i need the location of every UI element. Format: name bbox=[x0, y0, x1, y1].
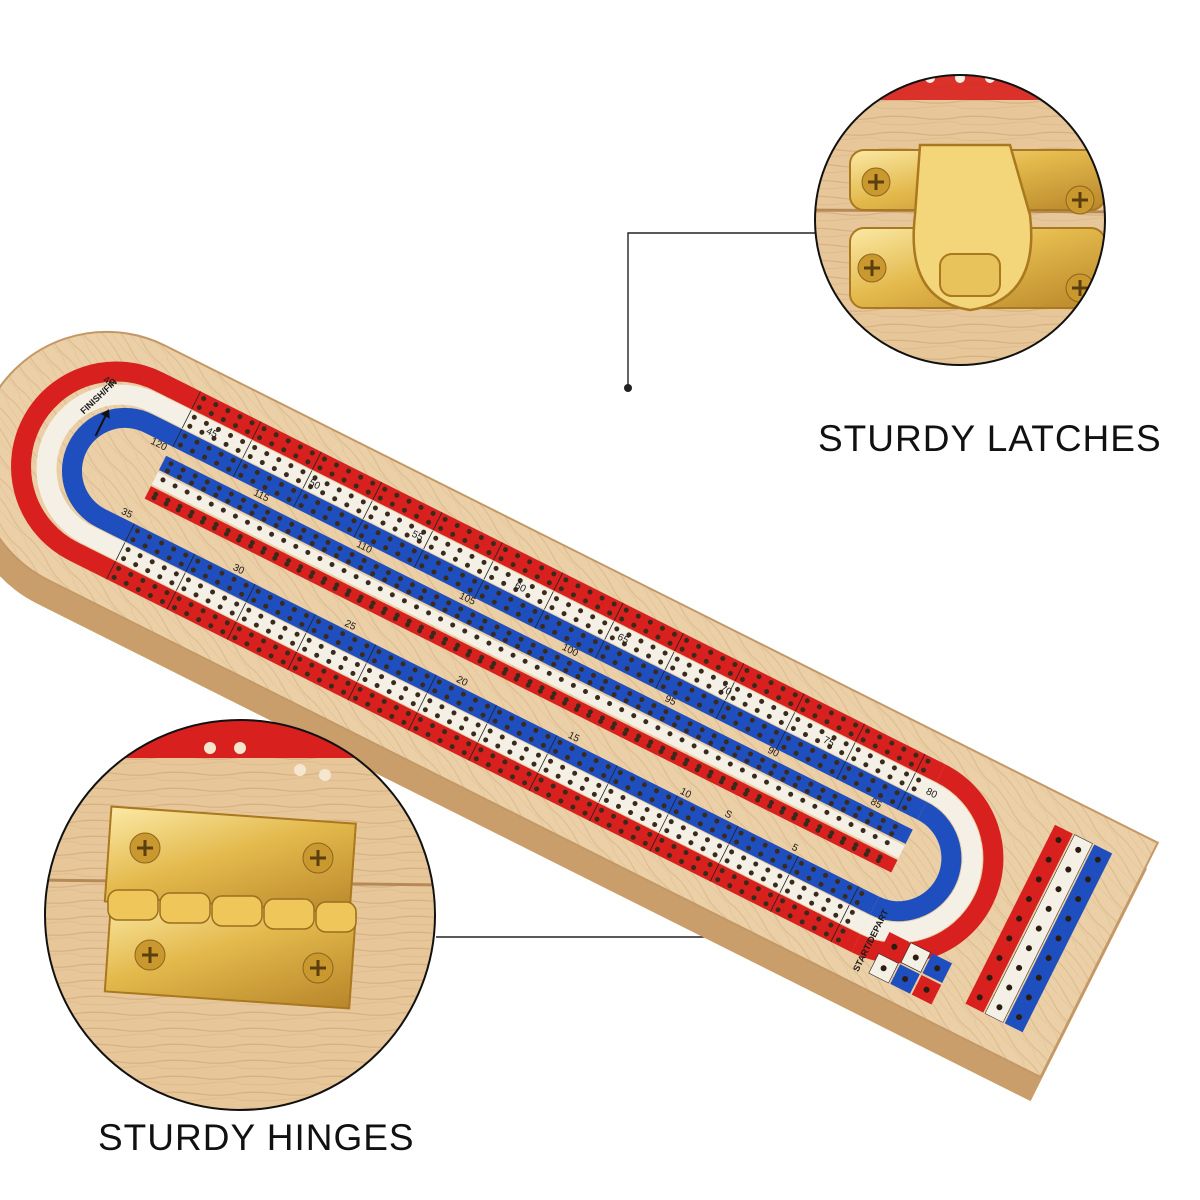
track-number: 20 bbox=[454, 674, 469, 689]
track-number: 85 bbox=[868, 797, 883, 812]
track-number: 10 bbox=[678, 786, 693, 801]
hinge-icon bbox=[103, 805, 357, 1010]
start-peg-grid bbox=[868, 932, 953, 1005]
track-number: 35 bbox=[119, 506, 134, 521]
track-number: 70 bbox=[718, 683, 733, 698]
latch-leader-line bbox=[624, 232, 815, 392]
track-number: 45 bbox=[204, 426, 219, 441]
cribbage-board: 5101520253035404550556065707580859095100… bbox=[0, 330, 1160, 1102]
track-number: 5 bbox=[790, 842, 800, 855]
skunk-mark: S bbox=[723, 808, 734, 821]
track-number: 95 bbox=[663, 694, 678, 709]
track-number: 40 bbox=[101, 374, 116, 389]
track-number: 30 bbox=[231, 562, 246, 577]
latch-icon bbox=[849, 143, 1105, 312]
track-number: 90 bbox=[766, 745, 781, 760]
track-number: 80 bbox=[924, 786, 939, 801]
track-number: 60 bbox=[513, 580, 528, 595]
track-number: 15 bbox=[566, 730, 581, 745]
track-number: 50 bbox=[307, 477, 322, 492]
track-number: 25 bbox=[343, 618, 358, 633]
hinge-caption: STURDY HINGES bbox=[98, 1117, 415, 1158]
track-number: 75 bbox=[821, 735, 836, 750]
track-number: 65 bbox=[615, 632, 630, 647]
latch-closeup bbox=[814, 74, 1106, 366]
latch-caption: STURDY LATCHES bbox=[818, 418, 1162, 459]
track-number: 55 bbox=[410, 529, 425, 544]
hinge-closeup bbox=[44, 719, 436, 1111]
game-counter-block bbox=[965, 824, 1113, 1033]
screw-icon bbox=[129, 832, 334, 984]
arrow-up-icon bbox=[94, 409, 110, 437]
